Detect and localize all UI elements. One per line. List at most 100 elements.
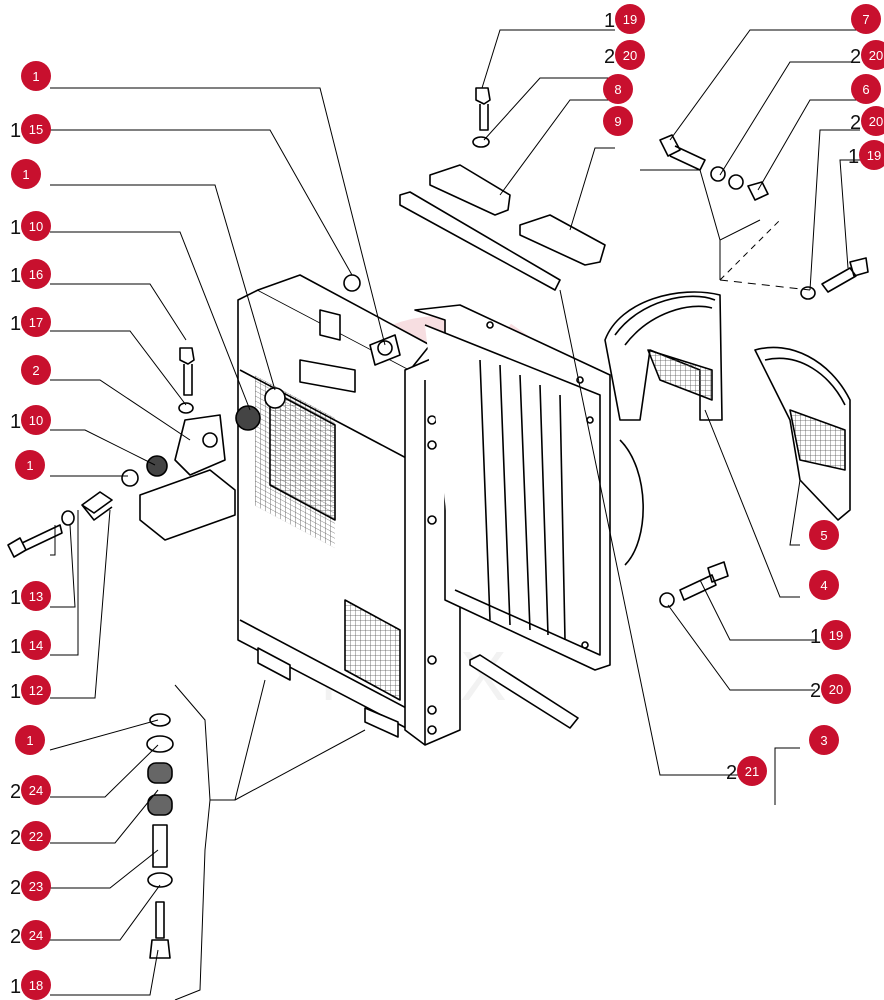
callout-c3: 1 — [11, 159, 41, 189]
callout-number: 1 — [26, 458, 33, 473]
callout-prefix: 2 — [726, 762, 737, 784]
callout-badge — [603, 74, 633, 104]
bolt-7 — [659, 134, 706, 171]
callout-number: 13 — [29, 589, 43, 604]
rubber-stack-22b — [147, 794, 173, 816]
seal-pad-9 — [519, 214, 606, 266]
callout-prefix: 1 — [10, 411, 21, 433]
callout-prefix: 2 — [10, 926, 21, 948]
bolt-19-lower — [679, 561, 729, 601]
callout-number: 8 — [614, 82, 621, 97]
callout-badge — [851, 4, 881, 34]
callout-prefix: 1 — [10, 313, 21, 335]
callout-prefix: 1 — [10, 217, 21, 239]
callout-c26: 2 20 — [850, 106, 884, 136]
washer-20-a — [710, 166, 726, 182]
callout-badge — [15, 725, 45, 755]
callout-number: 6 — [862, 82, 869, 97]
callout-badge — [21, 630, 51, 660]
callout-number: 18 — [29, 978, 43, 993]
callout-prefix: 1 — [10, 976, 21, 998]
bolt-18 — [149, 901, 171, 959]
callout-c10: 1 13 — [10, 581, 51, 611]
callout-c7: 2 — [21, 355, 51, 385]
shroud-frame — [414, 304, 644, 671]
callout-badge — [21, 581, 51, 611]
callout-number: 24 — [29, 928, 43, 943]
callout-number: 15 — [29, 122, 43, 137]
nut-6 — [747, 181, 769, 201]
callout-number: 1 — [26, 733, 33, 748]
callout-c1: 1 — [21, 61, 51, 91]
washer-10-b — [264, 387, 286, 409]
callout-prefix: 1 — [848, 146, 859, 168]
callout-badge — [859, 140, 884, 170]
fan-guard-left — [604, 291, 723, 421]
callout-badge — [21, 821, 51, 851]
callout-prefix: 1 — [810, 626, 821, 648]
callout-prefix: 1 — [604, 10, 615, 32]
callout-badge — [21, 355, 51, 385]
callout-c30: 1 19 — [810, 620, 851, 650]
radiator-core — [237, 274, 461, 746]
seal-strip-top — [399, 191, 561, 291]
callout-prefix: 2 — [10, 877, 21, 899]
callout-number: 4 — [820, 578, 827, 593]
callout-number: 20 — [829, 682, 843, 697]
callout-number: 3 — [820, 733, 827, 748]
support-bracket — [139, 469, 236, 541]
callout-prefix: 1 — [10, 636, 21, 658]
callout-number: 19 — [867, 148, 881, 163]
callout-prefix: 2 — [850, 112, 861, 134]
bolt-19-right — [821, 257, 869, 293]
seal-pad-8 — [429, 164, 511, 216]
callout-badge — [21, 675, 51, 705]
callout-badge — [21, 259, 51, 289]
callout-badge — [851, 74, 881, 104]
callout-badge — [821, 620, 851, 650]
callout-prefix: 2 — [604, 46, 615, 68]
callout-c32: 3 — [809, 725, 839, 755]
callout-badge — [615, 4, 645, 34]
callout-number: 22 — [29, 829, 43, 844]
callout-badge — [809, 570, 839, 600]
callout-badge — [11, 159, 41, 189]
callout-prefix: 1 — [10, 587, 21, 609]
bolt-13 — [7, 524, 63, 558]
washer-stack-24a — [146, 735, 174, 753]
callout-number: 19 — [829, 628, 843, 643]
callout-number: 5 — [820, 528, 827, 543]
callout-number: 9 — [614, 114, 621, 129]
callout-number: 23 — [29, 879, 43, 894]
sleeve-23 — [152, 824, 168, 868]
callout-c27: 1 19 — [848, 140, 884, 170]
callout-number: 7 — [862, 12, 869, 27]
callout-badge — [21, 61, 51, 91]
callout-c13: 1 — [15, 725, 45, 755]
callout-badge — [21, 970, 51, 1000]
callout-badge — [21, 405, 51, 435]
callout-prefix: 1 — [10, 265, 21, 287]
callout-badge — [21, 871, 51, 901]
nut-15 — [343, 274, 361, 292]
callout-badge — [21, 211, 51, 241]
callout-badge — [603, 106, 633, 136]
callout-c25: 6 — [851, 74, 881, 104]
callout-badge — [861, 106, 884, 136]
callout-number: 20 — [869, 114, 883, 129]
callout-badge — [21, 307, 51, 337]
callout-c21: 8 — [603, 74, 633, 104]
callout-number: 19 — [623, 12, 637, 27]
callout-c22: 9 — [603, 106, 633, 136]
callout-c28: 5 — [809, 520, 839, 550]
leader-lines — [49, 29, 860, 1000]
